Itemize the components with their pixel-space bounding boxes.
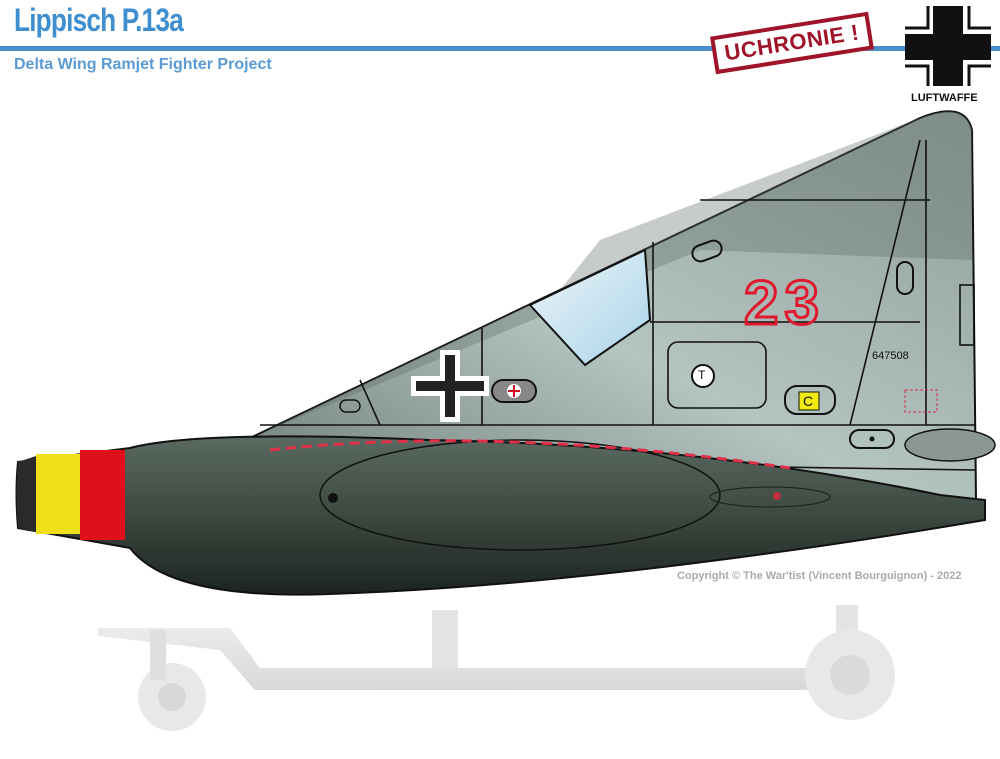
- copyright-notice: Copyright © The War'tist (Vincent Bourgu…: [677, 570, 962, 582]
- nose-band-red: [80, 450, 125, 540]
- launch-trolley: [98, 605, 895, 731]
- canopy: [528, 248, 652, 367]
- serial-number: 647508: [872, 350, 909, 362]
- marker-t: T: [698, 368, 706, 382]
- balkenkreuz-fuselage-icon: [411, 350, 489, 422]
- header-divider: [0, 46, 1000, 51]
- fuselage: [15, 435, 986, 596]
- page-subtitle: Delta Wing Ramjet Fighter Project: [14, 56, 272, 73]
- balkenkreuz-logo-icon: [905, 6, 991, 86]
- page-title: Lippisch P.13a: [14, 2, 184, 38]
- marker-c: C: [803, 393, 814, 409]
- nose-band-black: [16, 456, 36, 532]
- luftwaffe-label: LUFTWAFFE: [911, 92, 978, 104]
- nose-band-yellow: [36, 454, 80, 534]
- tactical-number: 23: [743, 268, 825, 340]
- panel-lines: [260, 139, 976, 471]
